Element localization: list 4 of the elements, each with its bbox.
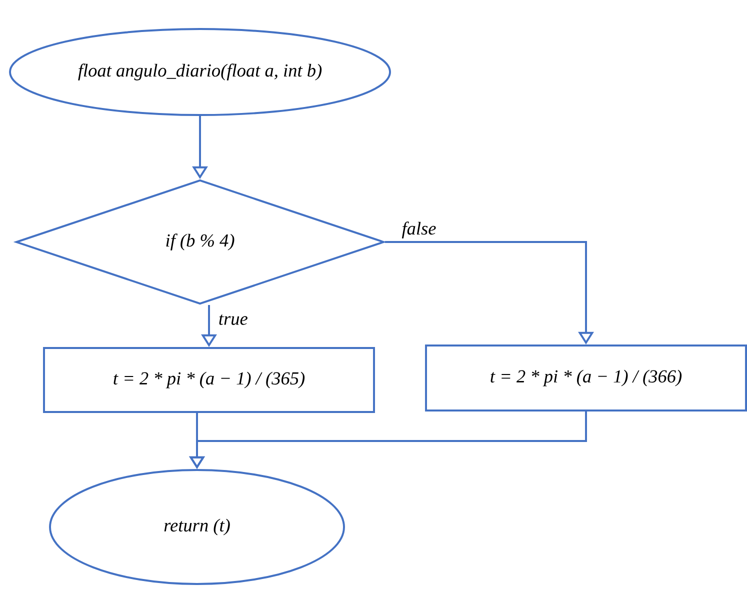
process-box: t = 2 * pi * (a − 1) / (365) <box>43 347 375 413</box>
edge-label: true <box>217 313 250 326</box>
edge-label: false <box>400 220 438 240</box>
process-box: t = 2 * pi * (a − 1) / (366) <box>425 344 747 412</box>
